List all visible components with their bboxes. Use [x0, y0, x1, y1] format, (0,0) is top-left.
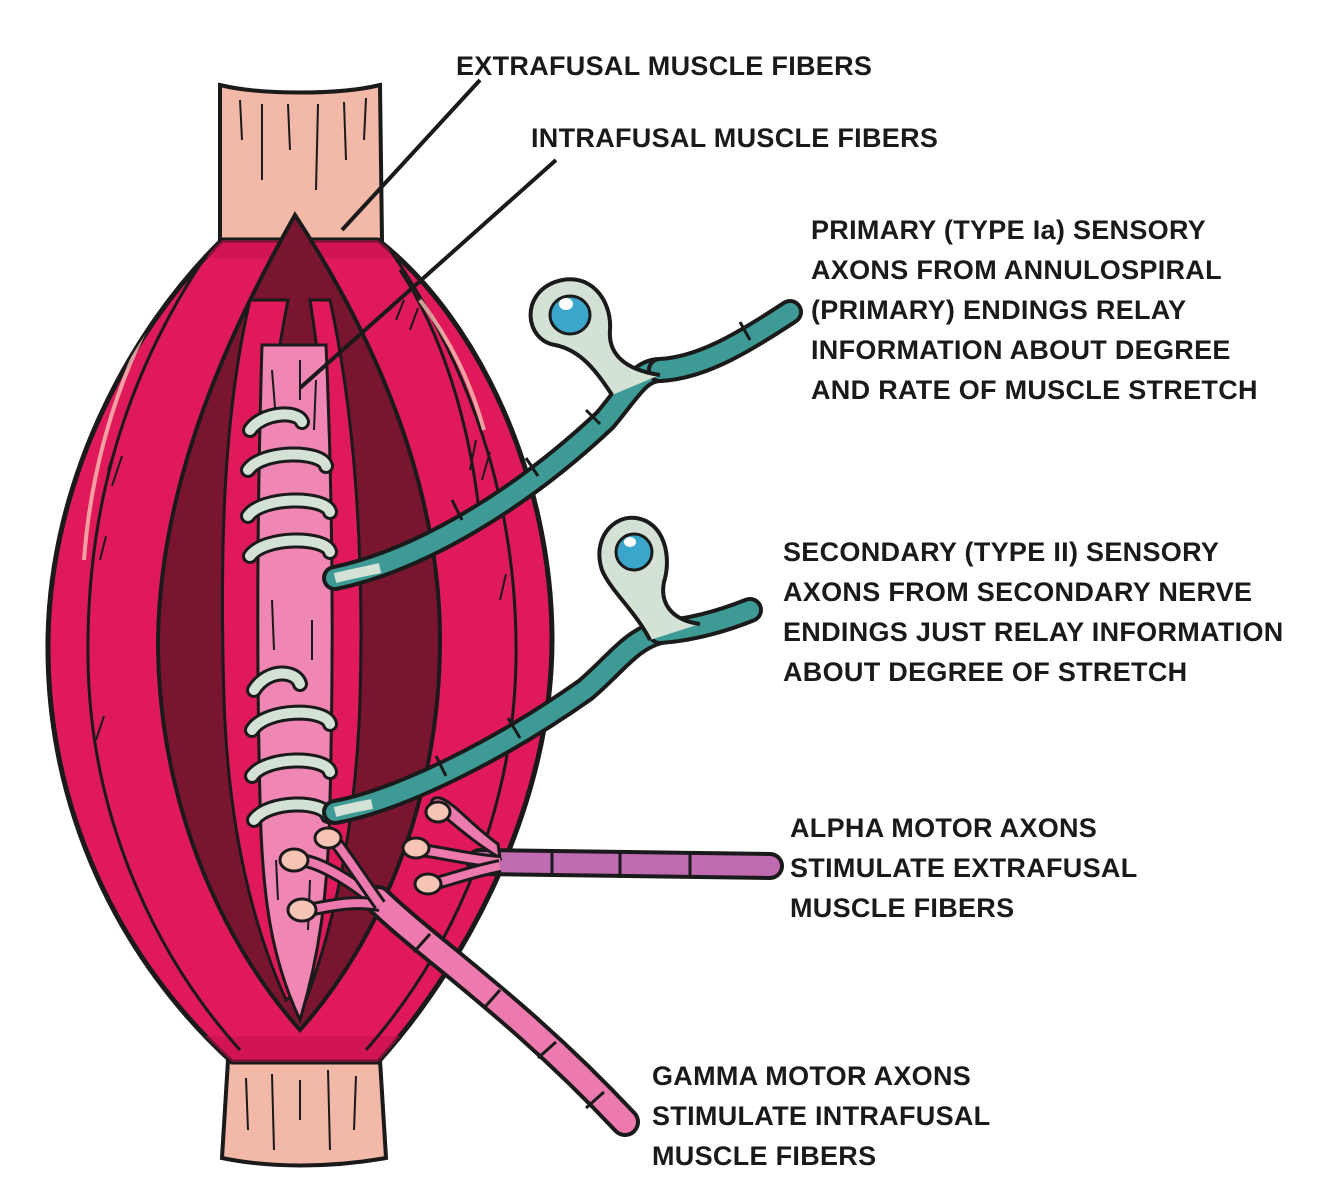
top-tendon — [218, 82, 385, 242]
alpha-motor-axon — [466, 848, 784, 880]
extrafusal-leader-line — [340, 78, 482, 232]
secondary-sensory-axon — [322, 597, 763, 825]
label-extrafusal-muscle-fibers: EXTRAFUSAL MUSCLE FIBERS — [456, 51, 873, 81]
gamma-motor-end-plate — [278, 826, 386, 923]
label-gamma-motor-axons: GAMMA MOTOR AXONS STIMULATE INTRAFUSAL M… — [652, 1061, 991, 1171]
intrafusal-leader-line — [298, 158, 558, 390]
bottom-tendon — [219, 1058, 389, 1168]
gamma-motor-axon — [363, 885, 640, 1137]
label-alpha-motor-axons: ALPHA MOTOR AXONS STIMULATE EXTRAFUSAL M… — [790, 813, 1138, 923]
label-intrafusal-muscle-fibers: INTRAFUSAL MUSCLE FIBERS — [531, 123, 939, 153]
tendon-striations — [239, 97, 367, 1151]
alpha-motor-end-plate — [401, 796, 502, 896]
label-secondary-sensory-axons: SECONDARY (TYPE II) SENSORY AXONS FROM S… — [783, 537, 1284, 687]
primary-sensory-cell-body — [528, 277, 661, 397]
label-primary-sensory-axons: PRIMARY (TYPE Ia) SENSORY AXONS FROM ANN… — [811, 215, 1258, 405]
secondary-sensory-cell-body — [597, 515, 701, 641]
